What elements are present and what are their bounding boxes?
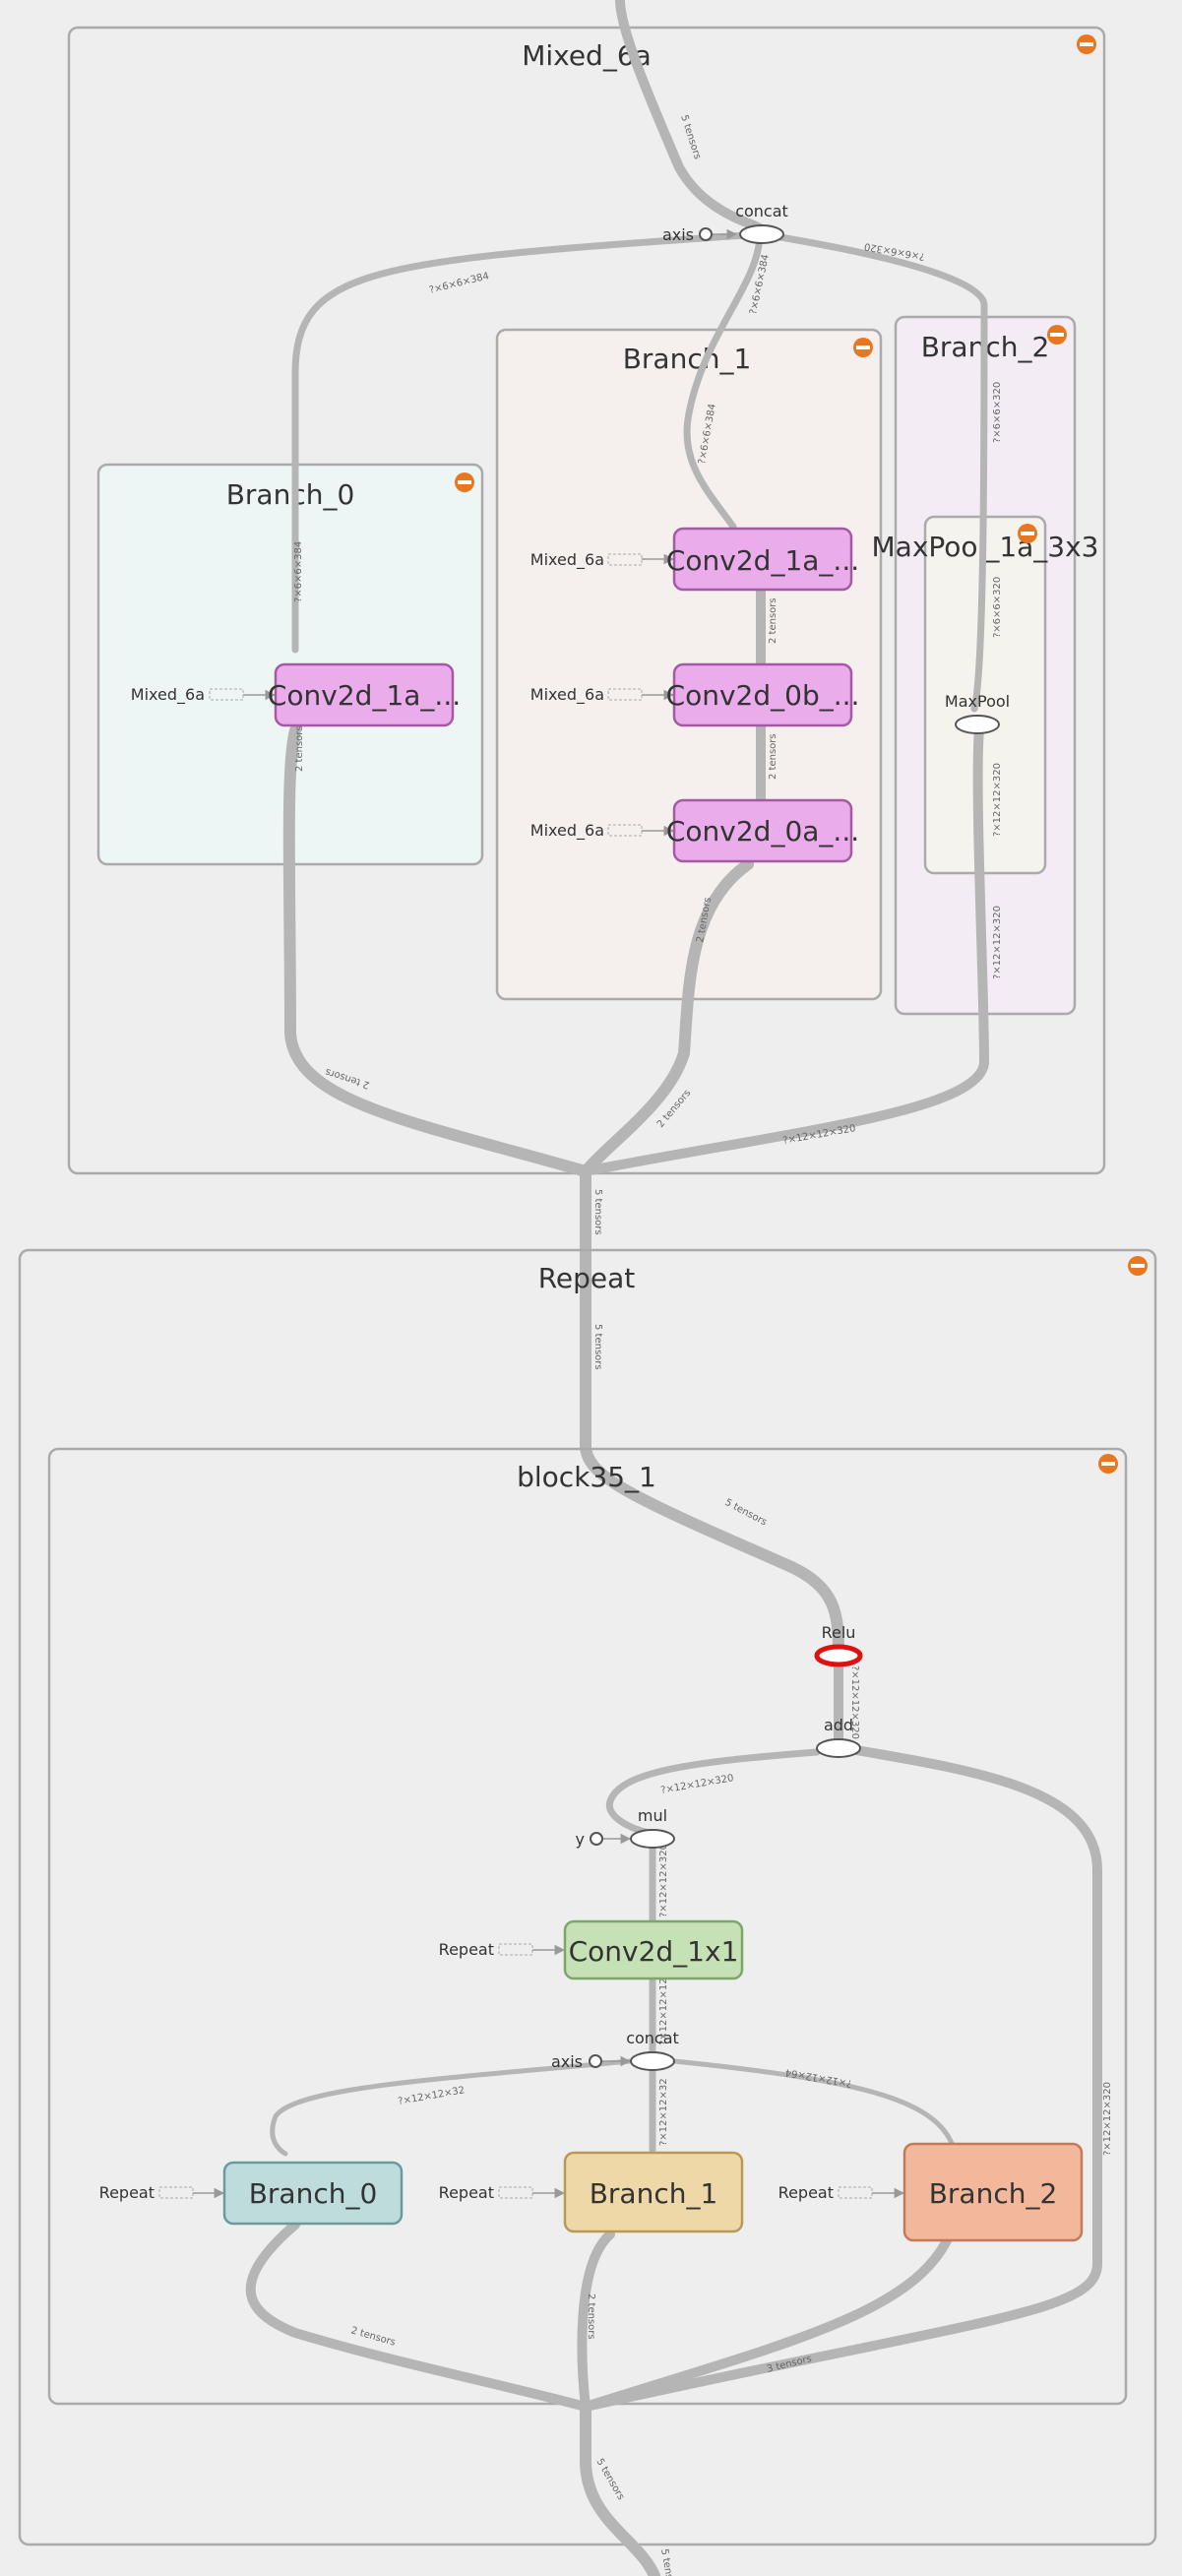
rep-branch0-node[interactable] [222,2161,404,2226]
branch1-conv0a-node[interactable] [672,798,853,863]
rep-branch1-label: Branch_1 [590,2177,718,2210]
edge-branch1-down [580,858,754,1177]
relu-node[interactable] [814,1644,863,1667]
branch2-edge-label-in: ?×12×12×320 [992,763,1003,837]
edge-branch2-down [581,723,990,1176]
edge-branch0-down [282,724,591,1177]
add-label: add [824,1716,853,1734]
block35-edges [245,1651,1102,2576]
branch1-conv0a-label: Conv2d_0a_... [666,815,859,848]
add-edge-label-right: ?×12×12×320 [1102,2082,1113,2156]
rep-branch2-label: Branch_2 [929,2177,1058,2210]
maxpool-node[interactable] [955,715,1000,734]
y-node[interactable] [590,1832,603,1846]
block35-edge-label-in: 5 tensors [723,1497,769,1529]
branch1-input-label-1: Mixed_6a [530,550,604,570]
branch1-conv1a-label: Conv2d_1a_... [666,544,859,577]
conv1x1-label: Conv2d_1x1 [569,1935,739,1968]
repeat-edge-label-bottom: 5 tensors [658,2548,677,2576]
mixed6a-edges [282,0,990,1177]
rep-branch0-input-label: Repeat [99,2183,155,2202]
block-axis-label: axis [551,2052,583,2071]
branch0-edge-label-down: 2 tensors [294,725,305,772]
rep-branch2-input-row: Repeat [778,2183,905,2202]
maxpool-collapse-icon[interactable] [1018,524,1037,543]
branch1-conv1a-node[interactable] [672,527,853,592]
concat-edge-label-left: ?×12×12×32 [398,2085,466,2107]
branch0-collapse-icon[interactable] [455,472,474,492]
mixed6a-out-edge-label: 5 tensors [592,1189,603,1235]
mixed6a-concat-node[interactable] [739,224,784,244]
y-label: y [576,1830,585,1849]
branch0-input-label: Mixed_6a [131,685,205,705]
branch1-input-row-1: Mixed_6a [530,550,675,570]
branch2-edge-label-up-top: ?×6×6×320 [992,382,1003,443]
repeat-box [18,1248,1157,2546]
bottom-edge-label-right: 3 tensors [766,2354,813,2375]
branch1-edge-label-between-1: 2 tensors [768,597,778,644]
block-concat-label: concat [626,2029,679,2047]
rep-branch1-input-label: Repeat [439,2183,494,2202]
mixed6a-axis-node[interactable] [699,227,713,241]
mixed6a-group[interactable]: Mixed_6a Branch_0 Branch_1 Branch_2 [67,0,1106,1177]
conv1x1-node[interactable] [563,1919,744,1980]
branch0-edge-label-up: ?×6×6×384 [293,541,304,602]
edge-branch1-up [683,232,764,531]
concat-edge-label-mid: ?×12×12×32 [658,2078,669,2146]
rep-branch0-input-row: Repeat [99,2183,225,2202]
branch0-input-row: Mixed_6a [131,685,277,705]
branch0-title: Branch_0 [226,478,355,511]
rep-branch1-node[interactable] [563,2151,744,2233]
branch1-title: Branch_1 [623,343,752,375]
mul-edge-label: ?×12×12×320 [658,1844,669,1917]
branch2-collapse-icon[interactable] [1047,325,1067,345]
conv1x1-input-row: Repeat [439,1940,566,1959]
branch1-collapse-icon[interactable] [853,338,873,357]
edge-branch0-up [291,230,764,654]
rep-branch0-label: Branch_0 [249,2177,378,2210]
repeat-title: Repeat [538,1262,636,1294]
branch1-conv0b-node[interactable] [672,662,853,727]
branch1-input-label-3: Mixed_6a [530,821,604,841]
block35-collapse-icon[interactable] [1098,1454,1118,1474]
branch1-input-row-3: Mixed_6a [530,821,675,841]
edge-mixed6a-to-repeat [580,1165,844,1660]
branch1-input-row-2: Mixed_6a [530,685,675,705]
branch2-edge-label-up: ?×6×6×320 [992,577,1003,638]
conv1x1-input-label: Repeat [439,1940,494,1959]
add-edge-label-left: ?×12×12×320 [660,1773,735,1796]
repeat-edge-label-in: 5 tensors [592,1324,603,1370]
relu-edge-label: ?×12×12×320 [849,1665,860,1739]
branch1-input-label-2: Mixed_6a [530,685,604,705]
edge-branch2-up [759,230,988,713]
branch1-edge-label-between-2: 2 tensors [768,733,778,780]
rep-branch1-input-row: Repeat [439,2183,566,2202]
repeat-collapse-icon[interactable] [1128,1256,1148,1276]
block35-title: block35_1 [517,1461,656,1493]
maxpool-label: MaxPool [945,692,1010,711]
rep-branch2-input-label: Repeat [778,2183,834,2202]
mixed6a-concat-label: concat [735,202,788,220]
mixed6a-branch2-group[interactable]: Branch_2 MaxPool_1a_3x3 [872,315,1099,1016]
branch1-conv0b-label: Conv2d_0b_... [666,679,860,712]
bottom-edge-label-mid: 2 tensors [586,2293,596,2340]
block-axis-node[interactable] [589,2054,602,2068]
branch0-conv-node[interactable] [274,662,455,727]
block-concat-node[interactable] [630,2051,675,2071]
branch0-conv-label: Conv2d_1a_... [268,679,461,712]
mixed6a-axis-label: axis [662,225,694,244]
branch0-input-stub-icon [209,688,244,701]
add-node[interactable] [816,1738,861,1758]
rep-branch2-node[interactable] [902,2142,1084,2242]
repeat-group[interactable]: Repeat block35_1 [18,1248,1157,2576]
mixed6a-collapse-icon[interactable] [1077,34,1096,54]
mul-node[interactable] [630,1829,675,1849]
concat-edge-label-right: ?×12×12×64 [784,2066,852,2089]
branch2-edge-label-down: ?×12×12×320 [992,906,1003,979]
relu-label: Relu [822,1623,856,1642]
mul-label: mul [638,1806,667,1825]
edge-mixed6a-in [615,0,765,233]
conv-edge-label: ?×12×12×128 [658,1972,669,2045]
